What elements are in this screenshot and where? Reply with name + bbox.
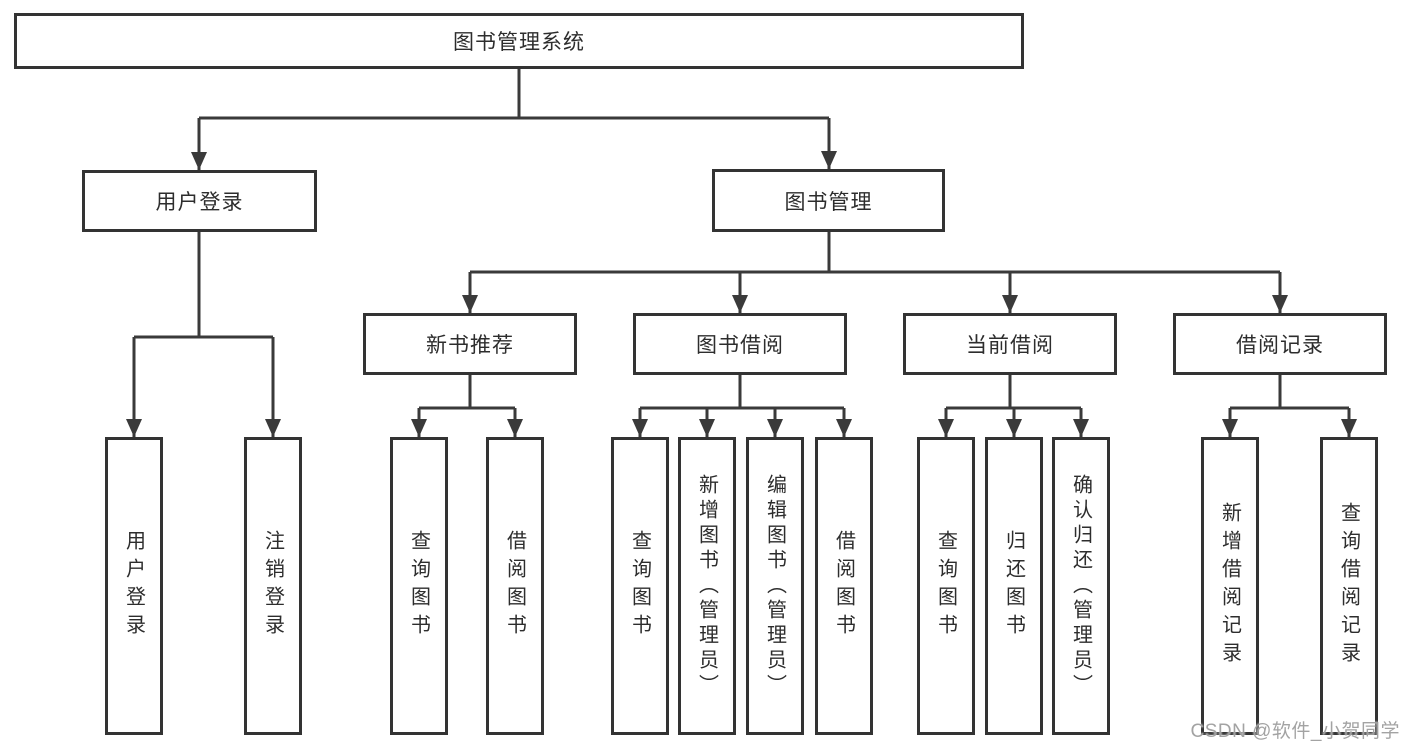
leaf-query-books-borrowing: 查询图书 [611,437,669,735]
leaf-query-books-current-label: 查询图书 [934,530,957,642]
leaf-add-books-admin: 新增图书（管理员） [678,437,736,735]
leaf-return-books: 归还图书 [985,437,1043,735]
leaf-user-login: 用户登录 [105,437,163,735]
leaf-return-books-label: 归还图书 [1002,530,1025,642]
node-user-login: 用户登录 [82,170,317,232]
leaf-user-login-label: 用户登录 [122,530,145,642]
node-current-borrowing: 当前借阅 [903,313,1117,375]
leaf-edit-books-admin: 编辑图书（管理员） [746,437,804,735]
node-book-management: 图书管理 [712,169,945,232]
node-borrowing-records-label: 借阅记录 [1236,334,1324,357]
node-book-borrowing-label: 图书借阅 [696,334,784,357]
leaf-borrow-books-borrowing-label: 借阅图书 [832,530,855,642]
leaf-query-books-current: 查询图书 [917,437,975,735]
leaf-confirm-return-admin-label: 确认归还（管理员） [1069,473,1092,699]
leaf-confirm-return-admin: 确认归还（管理员） [1052,437,1110,735]
leaf-edit-books-admin-label: 编辑图书（管理员） [763,473,786,699]
leaf-query-borrow-record-label: 查询借阅记录 [1337,502,1360,670]
leaf-query-books-recommend-label: 查询图书 [407,530,430,642]
node-root-system-label: 图书管理系统 [453,31,585,54]
leaf-logout-label: 注销登录 [261,530,284,642]
leaf-logout: 注销登录 [244,437,302,735]
node-new-book-recommend-label: 新书推荐 [426,334,514,357]
leaf-borrow-books-borrowing: 借阅图书 [815,437,873,735]
leaf-add-borrow-record: 新增借阅记录 [1201,437,1259,735]
node-current-borrowing-label: 当前借阅 [966,334,1054,357]
csdn-watermark: CSDN @软件_小贺同学 [1190,721,1400,742]
node-borrowing-records: 借阅记录 [1173,313,1387,375]
leaf-query-books-recommend: 查询图书 [390,437,448,735]
node-user-login-label: 用户登录 [155,191,244,214]
leaf-borrow-books-recommend-label: 借阅图书 [503,530,526,642]
node-root-system: 图书管理系统 [14,13,1024,69]
node-new-book-recommend: 新书推荐 [363,313,577,375]
leaf-borrow-books-recommend: 借阅图书 [486,437,544,735]
leaf-add-borrow-record-label: 新增借阅记录 [1218,502,1241,670]
leaf-query-books-borrowing-label: 查询图书 [628,530,651,642]
node-book-management-label: 图书管理 [784,190,873,214]
leaf-query-borrow-record: 查询借阅记录 [1320,437,1378,735]
leaf-add-books-admin-label: 新增图书（管理员） [695,473,718,699]
node-book-borrowing: 图书借阅 [633,313,847,375]
